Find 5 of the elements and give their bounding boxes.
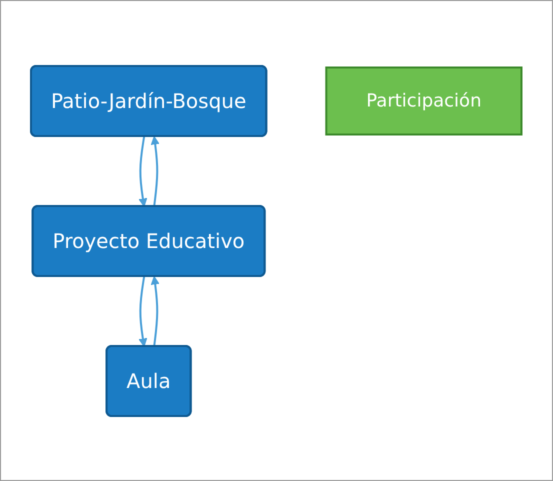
arrow [151,276,160,346]
arrow [138,136,148,206]
arrow [138,276,148,346]
arrow [151,136,160,206]
node-box: Participación [326,66,523,135]
